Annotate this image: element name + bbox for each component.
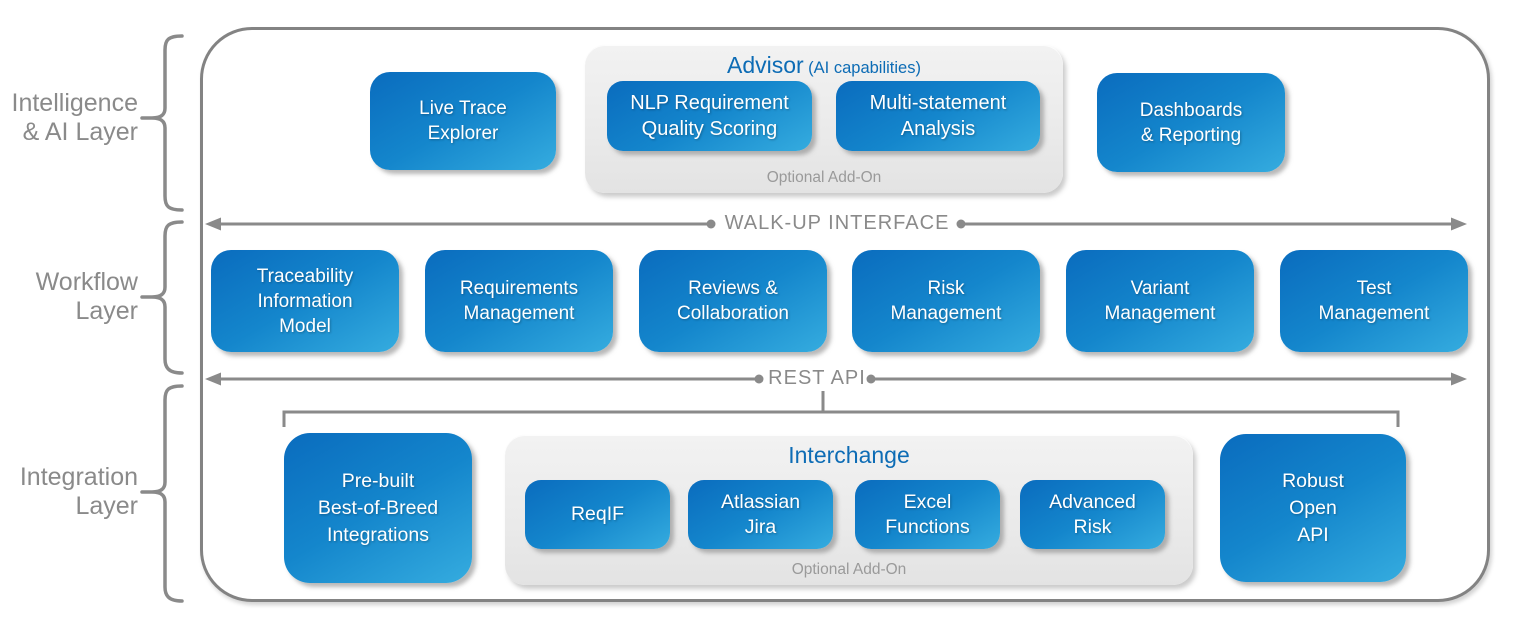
label-line: Pre-built — [341, 469, 415, 492]
box-label: Reviews & Collaboration — [677, 276, 789, 326]
label-line: Risk — [1073, 515, 1112, 538]
layer-label-line: Integration — [19, 463, 138, 491]
label-line: API — [1297, 523, 1329, 546]
box-live-trace-explorer: Live Trace Explorer — [370, 72, 556, 170]
label-line: Open — [1289, 496, 1337, 519]
walkup-arrow-left — [205, 217, 716, 231]
label-line: Live Trace — [419, 98, 507, 119]
interchange-panel-title: Interchange — [505, 442, 1193, 469]
box-excel-functions: Excel Functions — [855, 480, 1000, 549]
box-robust-open-api: Robust Open API — [1220, 434, 1406, 582]
box-label: Test Management — [1319, 276, 1430, 326]
curly-brace-icon — [140, 34, 184, 212]
label-line: Integrations — [327, 523, 429, 546]
walkup-arrow-right — [956, 217, 1467, 231]
label-line: Test — [1356, 278, 1392, 299]
layer-label-line: Intelligence — [11, 89, 138, 117]
box-label: Requirements Management — [460, 276, 578, 326]
curly-brace-icon — [140, 384, 184, 603]
box-reqif: ReqIF — [525, 480, 670, 549]
advisor-footnote: Optional Add-On — [766, 169, 882, 186]
label-line: NLP Requirement — [630, 92, 789, 114]
label-line: Information — [257, 290, 353, 312]
box-label: Atlassian Jira — [721, 490, 800, 540]
rest-api-label: REST API — [768, 367, 866, 389]
advisor-panel-title: Advisor (AI capabilities) — [585, 52, 1063, 79]
box-risk-management: Risk Management — [852, 250, 1040, 352]
advisor-subtitle: (AI capabilities) — [808, 59, 921, 77]
label-line: Traceability — [256, 265, 354, 287]
box-label: Robust Open API — [1282, 468, 1344, 549]
box-label: Variant Management — [1105, 276, 1216, 326]
label-line: Functions — [885, 515, 970, 538]
label-line: Management — [1318, 303, 1430, 324]
label-line: Collaboration — [677, 303, 789, 324]
restapi-arrow-left — [205, 372, 764, 386]
box-label: Pre-built Best-of-Breed Integrations — [318, 468, 438, 549]
label-line: Management — [463, 303, 575, 324]
box-multi-statement-analysis: Multi-statement Analysis — [836, 81, 1040, 151]
layer-label-line: Layer — [75, 492, 138, 520]
box-traceability-information-model: Traceability Information Model — [211, 250, 399, 352]
label-line: Multi-statement — [869, 92, 1007, 114]
label-line: Reviews & — [688, 278, 778, 299]
box-nlp-requirement-quality-scoring: NLP Requirement Quality Scoring — [607, 81, 812, 151]
label-line: Dashboards — [1139, 99, 1243, 121]
curly-brace-icon — [140, 220, 184, 375]
box-test-management: Test Management — [1280, 250, 1468, 352]
layer-label-integration: Integration Layer — [6, 463, 138, 521]
layer-label-line: Layer — [75, 297, 138, 325]
layer-label-intelligence: Intelligence & AI Layer — [6, 89, 138, 147]
box-atlassian-jira: Atlassian Jira — [688, 480, 833, 549]
label-line: & Reporting — [1140, 124, 1242, 146]
label-line: Risk — [927, 278, 965, 299]
advisor-panel: Advisor (AI capabilities) NLP Requiremen… — [585, 45, 1063, 193]
advisor-title: Advisor — [727, 52, 804, 78]
label-line: Requirements — [459, 278, 579, 299]
label-line: Variant — [1130, 278, 1190, 299]
label-line: Robust — [1282, 469, 1344, 492]
walkup-interface-label: WALK-UP INTERFACE — [724, 212, 950, 234]
label-line: Explorer — [427, 123, 499, 144]
label-line: Atlassian — [720, 490, 801, 513]
label-line: Management — [1104, 303, 1216, 324]
box-label: Advanced Risk — [1049, 490, 1136, 540]
label-line: Advanced — [1049, 490, 1136, 513]
rest-api-bracket-connector — [282, 391, 1400, 427]
box-label: NLP Requirement Quality Scoring — [630, 90, 789, 142]
box-requirements-management: Requirements Management — [425, 250, 613, 352]
box-label: Traceability Information Model — [257, 264, 353, 339]
box-reviews-collaboration: Reviews & Collaboration — [639, 250, 827, 352]
box-label: Risk Management — [891, 276, 1002, 326]
box-label: ReqIF — [571, 502, 624, 527]
label-line: Jira — [744, 515, 777, 538]
label-line: Model — [279, 315, 331, 337]
layer-label-line: & AI Layer — [22, 118, 138, 146]
label-line: Best-of-Breed — [317, 496, 439, 519]
label-line: Quality Scoring — [641, 118, 778, 140]
box-label: Excel Functions — [885, 490, 970, 540]
restapi-arrow-right — [866, 372, 1467, 386]
layer-label-workflow: Workflow Layer — [6, 268, 138, 326]
label-line: Management — [890, 303, 1002, 324]
label-line: Excel — [903, 490, 952, 513]
box-dashboards-reporting: Dashboards & Reporting — [1097, 73, 1285, 172]
label-line: ReqIF — [570, 503, 625, 525]
box-advanced-risk: Advanced Risk — [1020, 480, 1165, 549]
box-label: Live Trace Explorer — [419, 96, 507, 146]
layer-label-line: Workflow — [35, 268, 138, 296]
box-label: Multi-statement Analysis — [870, 90, 1007, 142]
label-line: Analysis — [900, 118, 976, 140]
interchange-footnote: Optional Add-On — [791, 561, 907, 578]
box-prebuilt-integrations: Pre-built Best-of-Breed Integrations — [284, 433, 472, 583]
box-variant-management: Variant Management — [1066, 250, 1254, 352]
box-label: Dashboards & Reporting — [1140, 98, 1242, 148]
interchange-panel: Interchange ReqIF Atlassian Jira Excel F… — [505, 435, 1193, 585]
interchange-title: Interchange — [788, 442, 910, 468]
